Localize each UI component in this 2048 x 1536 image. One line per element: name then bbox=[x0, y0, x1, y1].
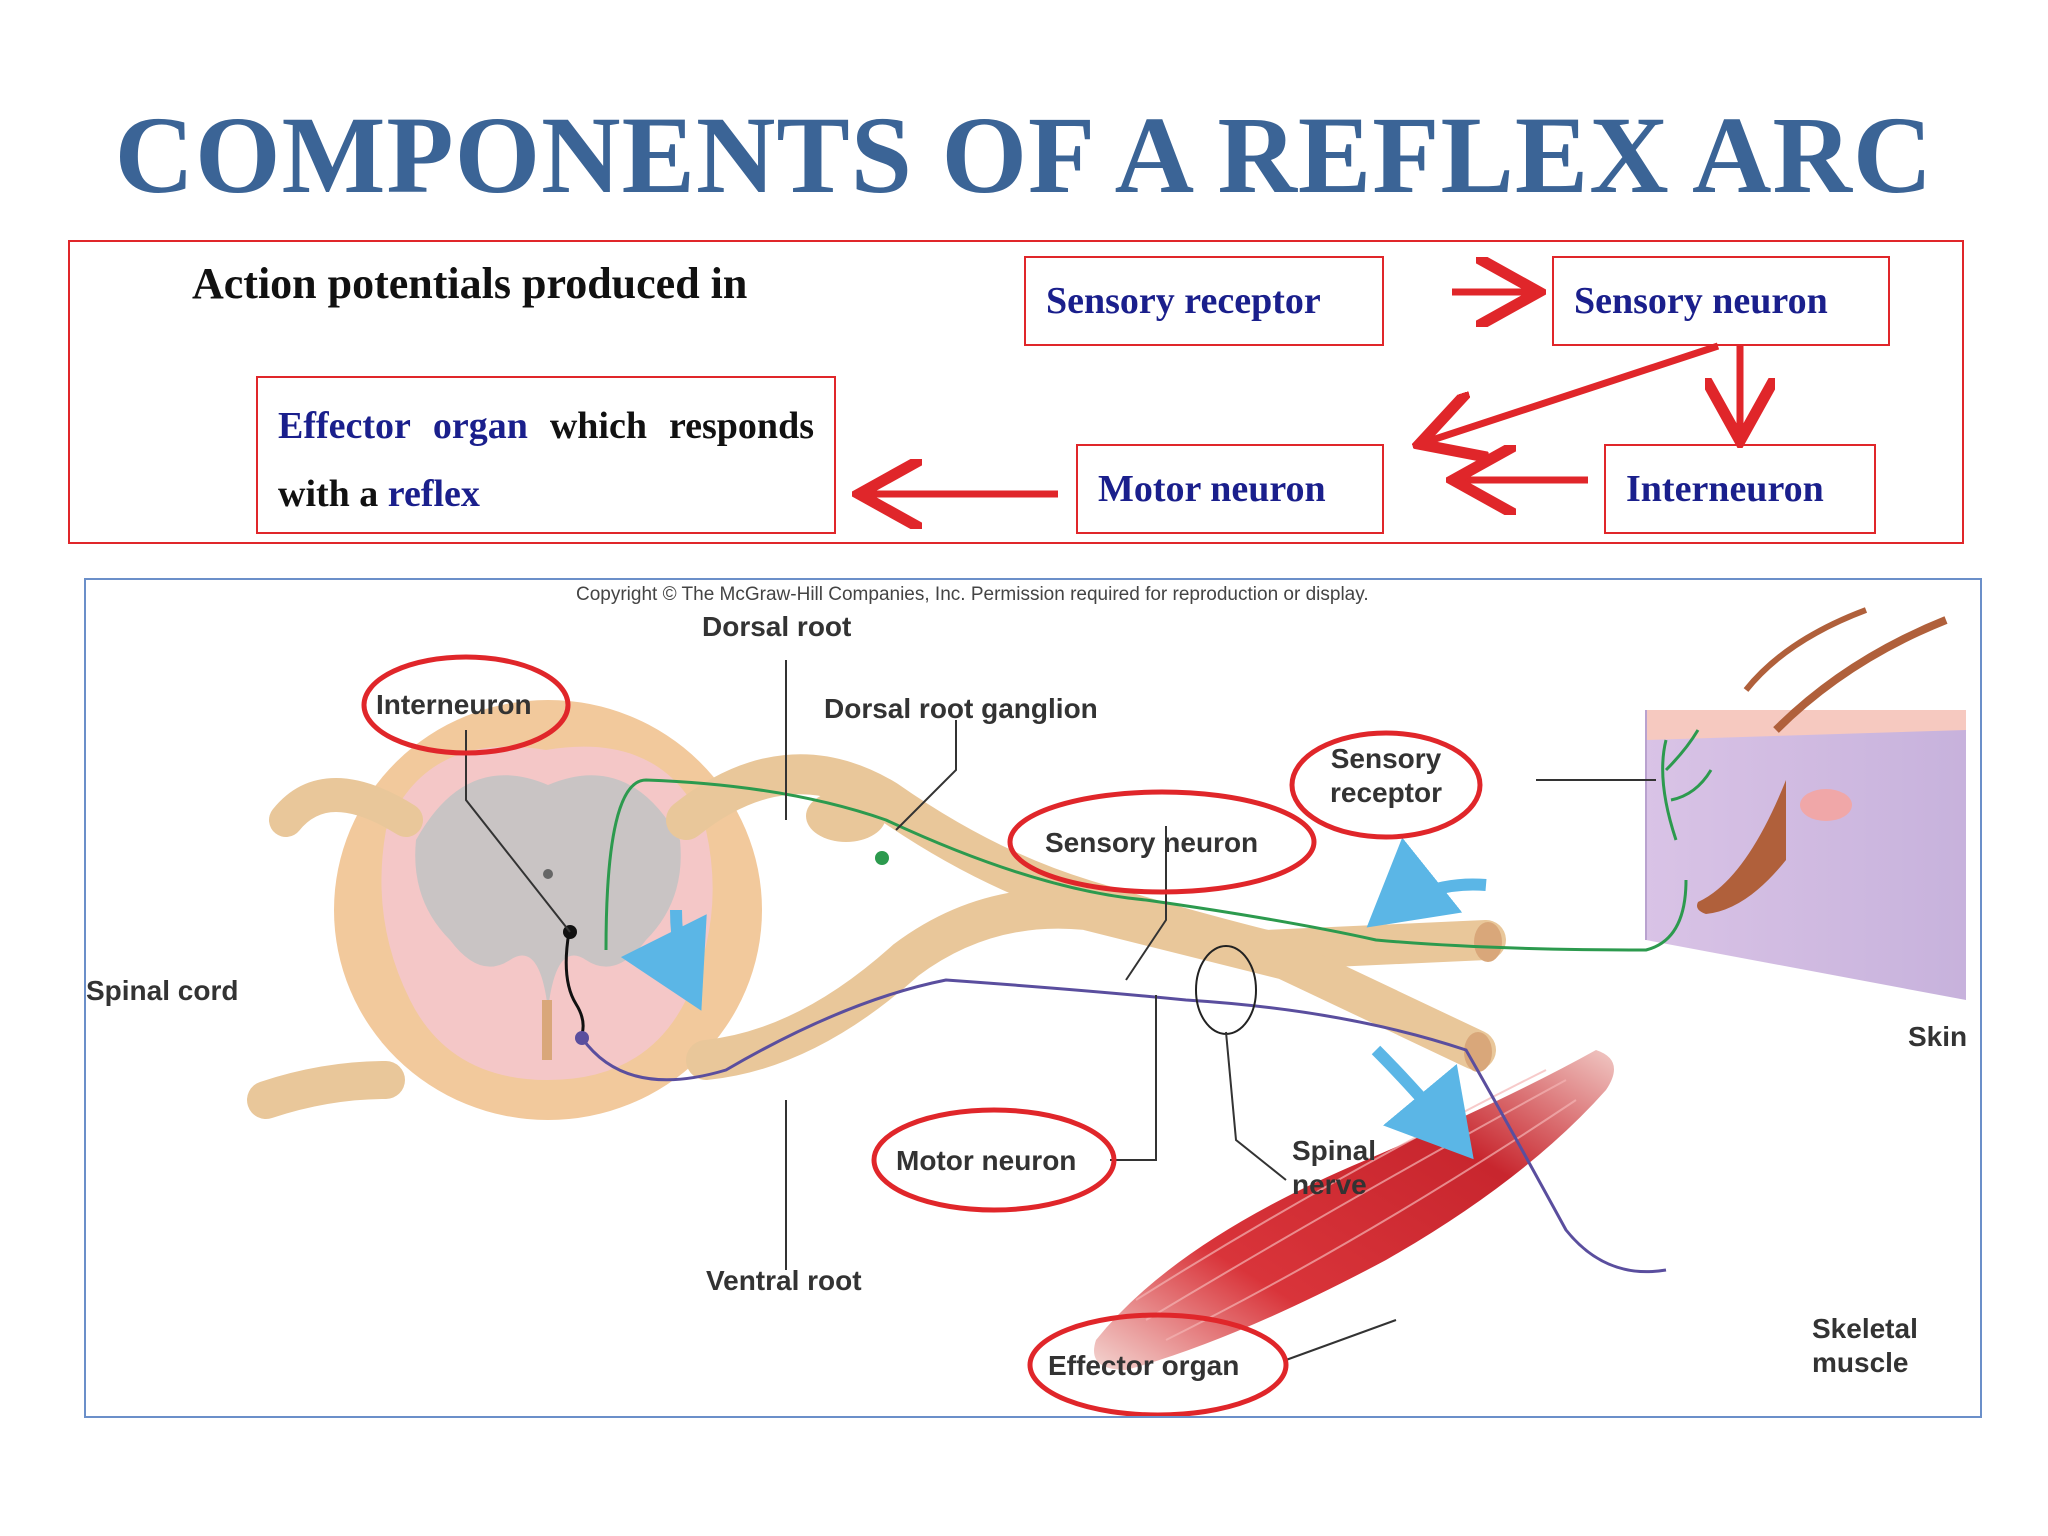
page-title: COMPONENTS OF A REFLEX ARC bbox=[114, 94, 1934, 216]
effector-organ-box: Effector organ which responds with a ref… bbox=[256, 376, 836, 534]
skin-block bbox=[1645, 607, 1966, 1000]
flow-frame bbox=[68, 240, 1964, 544]
sensory-neuron-highlight bbox=[1007, 789, 1317, 895]
motor-neuron-box: Motor neuron bbox=[1076, 444, 1384, 534]
effector-word: Effector bbox=[278, 405, 411, 447]
which-word: which bbox=[549, 405, 647, 447]
effector-line-1: Effector organ which responds bbox=[278, 392, 814, 460]
interneuron-path bbox=[564, 931, 585, 1035]
effector-organ-figure-label: Effector organ bbox=[1048, 1350, 1239, 1381]
effector-line-2: with a reflex bbox=[278, 460, 814, 528]
sensory-receptor-figure-label-1: Sensory bbox=[1331, 743, 1442, 774]
reflex-word: reflex bbox=[387, 473, 480, 515]
organ-word: organ bbox=[432, 405, 528, 447]
skeletal-muscle-label-2: muscle bbox=[1812, 1347, 1909, 1378]
skeletal-muscle-label-1: Skeletal bbox=[1812, 1313, 1918, 1344]
interneuron-figure-label: Interneuron bbox=[376, 689, 532, 720]
sensory-receptor-label: Sensory receptor bbox=[1046, 280, 1321, 322]
blue-arrow-in-cord bbox=[620, 909, 707, 1011]
flow-intro-text: Action potentials produced in bbox=[192, 259, 748, 308]
blue-arrow-motor-out bbox=[1371, 1045, 1474, 1160]
sensory-receptor-figure-label-2: receptor bbox=[1330, 777, 1442, 808]
motor-neuron-figure-label: Motor neuron bbox=[896, 1145, 1076, 1176]
reflex-arc-illustration: Copyright © The McGraw-Hill Companies, I… bbox=[86, 584, 1967, 1416]
skin-label: Skin bbox=[1908, 1021, 1967, 1052]
sensory-receptor-highlight bbox=[1289, 730, 1483, 840]
spinal-nerve-label-2: nerve bbox=[1292, 1169, 1367, 1200]
interneuron-label: Interneuron bbox=[1626, 468, 1824, 510]
arrow-sensory-to-motor bbox=[1426, 342, 1720, 442]
responds-word: responds bbox=[668, 405, 814, 447]
reflex-arc-figure: Copyright © The McGraw-Hill Companies, I… bbox=[84, 578, 1982, 1418]
motor-neuron-label: Motor neuron bbox=[1098, 468, 1326, 510]
skeletal-muscle bbox=[1094, 1050, 1614, 1370]
highlight-circles bbox=[361, 654, 1483, 1416]
interneuron-box: Interneuron bbox=[1604, 444, 1876, 534]
flow-arrows bbox=[0, 0, 2048, 600]
motor-neuron-path bbox=[580, 978, 1667, 1274]
spinal-cord-label: Spinal cord bbox=[86, 975, 238, 1006]
interneuron-highlight bbox=[361, 654, 571, 756]
spinal-nerve-label-1: Spinal bbox=[1292, 1135, 1376, 1166]
sensory-receptor-box: Sensory receptor bbox=[1024, 256, 1384, 346]
sensory-neuron-label: Sensory neuron bbox=[1574, 280, 1828, 322]
effector-organ-highlight bbox=[1027, 1312, 1289, 1416]
motor-neuron-highlight bbox=[871, 1107, 1117, 1213]
sensory-neuron-figure-label: Sensory neuron bbox=[1045, 827, 1258, 858]
ventral-root-label: Ventral root bbox=[706, 1265, 862, 1296]
dorsal-root-ganglion-label: Dorsal root ganglion bbox=[824, 693, 1098, 724]
with-a-words: with a bbox=[278, 473, 379, 515]
dorsal-root-label: Dorsal root bbox=[702, 611, 851, 642]
sensory-neuron-box: Sensory neuron bbox=[1552, 256, 1890, 346]
sensory-neuron-path bbox=[604, 778, 1688, 952]
blue-arrow-sensory-in bbox=[1366, 837, 1487, 928]
copyright-text: Copyright © The McGraw-Hill Companies, I… bbox=[576, 584, 1369, 605]
